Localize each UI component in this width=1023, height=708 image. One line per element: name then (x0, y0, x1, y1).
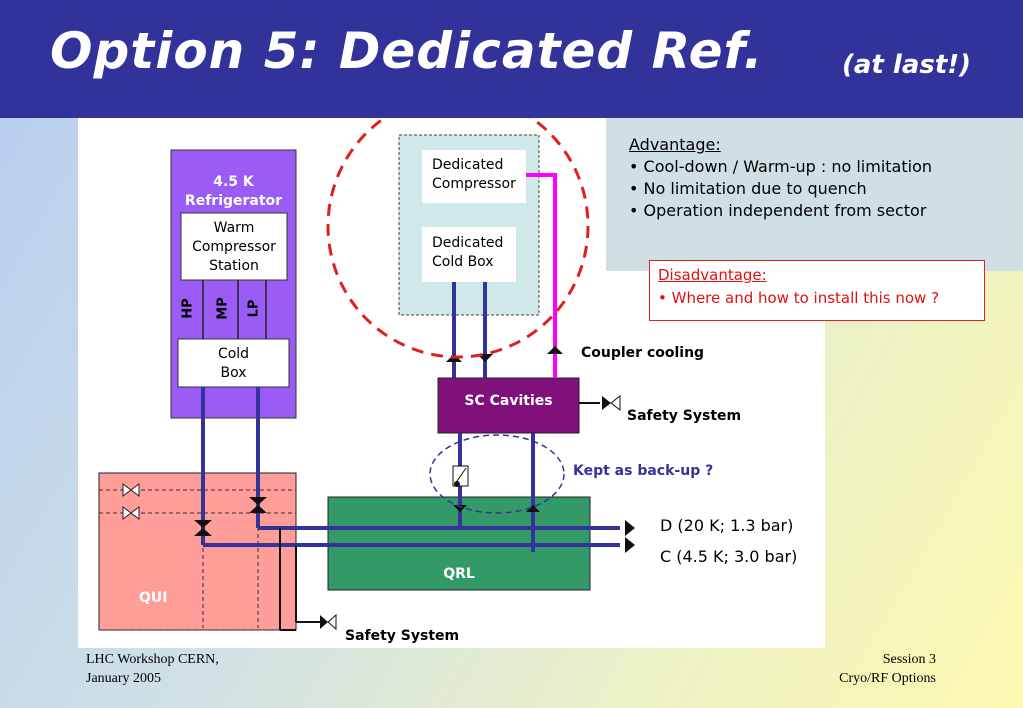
footer-left-line1: LHC Workshop CERN, (86, 652, 219, 667)
down-arrow-icon (453, 505, 467, 512)
dedicated-cold-box-label: Dedicated Cold Box (432, 235, 504, 270)
dedicated-compressor-box (422, 150, 526, 203)
mp-label: MP (215, 297, 231, 320)
footer-right-line2: Cryo/RF Options (839, 671, 936, 686)
disadvantage-box (649, 260, 985, 321)
c-arrow-icon (625, 537, 635, 553)
footer-right-line1: Session 3 (882, 652, 936, 667)
c-line-label: C (4.5 K; 3.0 bar) (660, 547, 798, 566)
advantage-box (606, 118, 1023, 271)
cryo-diagram (98, 118, 635, 631)
kept-backup-label: Kept as back-up ? (573, 463, 714, 479)
disadvantage-item: • Where and how to install this now ? (658, 289, 940, 307)
warm-compressor-box (180, 212, 288, 281)
up-arrow-icon (547, 346, 563, 354)
cold-box-label: Cold Box (217, 346, 250, 381)
safety-system-right-label: Safety System (627, 408, 742, 424)
cold-box (177, 338, 290, 388)
disadvantage-title: Disadvantage: (658, 266, 767, 284)
up-arrow-icon (526, 505, 540, 512)
qrl-label: QRL (443, 566, 475, 582)
qui-box (98, 472, 297, 631)
safety-system-bottom-label: Safety System (345, 628, 460, 644)
coupler-cooling-pipe (526, 173, 557, 378)
dedicated-cold-box (422, 227, 516, 282)
pipe-lines (201, 282, 620, 552)
lp-label: LP (246, 299, 262, 318)
sc-cavities-box (437, 377, 580, 434)
qui-valve-icon (122, 506, 140, 520)
qui-label: QUI (139, 590, 168, 606)
footer-left-line2: January 2005 (86, 671, 162, 686)
title-bar: Option 5: Dedicated Ref. (at last!) (0, 0, 1023, 118)
slide-subtitle: (at last!) (842, 50, 972, 80)
advantage-item: • Cool-down / Warm-up : no limitation (629, 157, 933, 176)
dedicated-compressor-label: Dedicated Compressor (432, 157, 516, 192)
safety-valve-icon (602, 394, 621, 412)
advantage-item: • No limitation due to quench (629, 179, 867, 198)
valve-icon (194, 520, 212, 536)
backup-highlight-circle (429, 434, 565, 514)
advantage-item: • Operation independent from sector (629, 201, 927, 220)
valve-icon (249, 497, 267, 513)
slide-title: Option 5: Dedicated Ref. (50, 22, 764, 80)
d-line-label: D (20 K; 1.3 bar) (660, 516, 794, 535)
warm-compressor-label: Warm Compressor Station (192, 220, 276, 274)
d-arrow-icon (625, 520, 635, 536)
sc-cavities-label: SC Cavities (464, 393, 553, 409)
coupler-cooling-label: Coupler cooling (581, 345, 705, 361)
advantage-title: Advantage: (629, 135, 721, 154)
hp-label: HP (180, 298, 196, 319)
dedicated-highlight-circle (326, 118, 590, 359)
qui-valve-icon (122, 483, 140, 497)
safety-valve-icon (320, 613, 337, 631)
refrigerator-title: 4.5 K Refrigerator (184, 174, 283, 209)
